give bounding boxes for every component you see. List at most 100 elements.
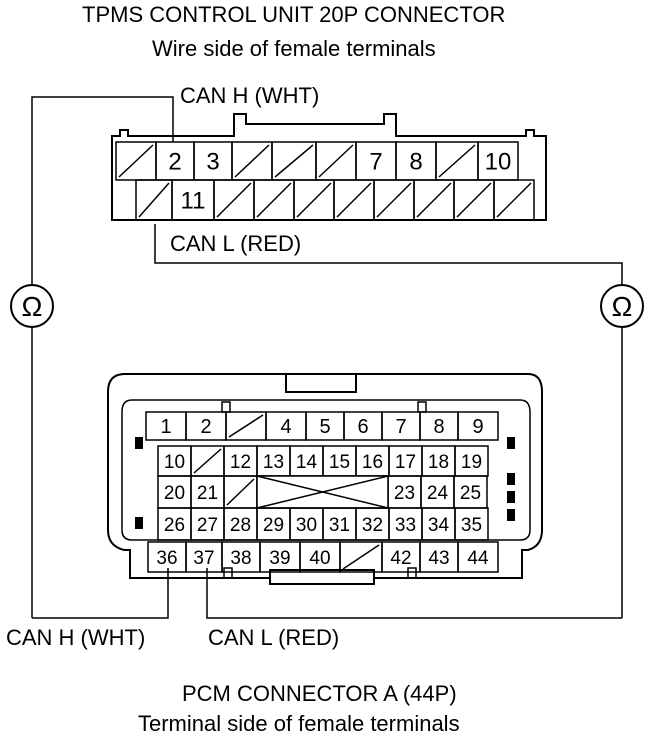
pcm-terminal-number: 26 [164, 515, 185, 536]
pcm-lock-tab-top-right [417, 401, 427, 413]
pcm-cell: 43 [419, 541, 459, 573]
pcm-terminal-number: 13 [263, 452, 284, 473]
can-h-wire-pcm [32, 568, 169, 619]
pcm-cell: 39 [259, 541, 301, 573]
pcm-cell: 28 [223, 507, 258, 541]
tpms-can-h-label: CAN H (WHT) [180, 83, 320, 108]
tpms-empty-slash [318, 144, 354, 178]
ohmmeter-left: Ω [10, 284, 54, 328]
tpms-cell [373, 179, 415, 221]
pcm-cell: 16 [355, 445, 390, 477]
pcm-terminal-number: 19 [461, 452, 482, 473]
pcm-cell: 20 [157, 475, 192, 509]
tpms-row-2: 11 [135, 179, 535, 221]
can-h-wire [31, 96, 174, 285]
pcm-guide-left-1 [135, 437, 143, 449]
tpms-terminal-number: 11 [181, 188, 206, 215]
pcm-terminal-number: 4 [280, 416, 291, 438]
tpms-cell [453, 179, 495, 221]
pcm-terminal-number: 27 [197, 515, 218, 536]
pcm-guide-left-2 [135, 517, 143, 529]
pcm-guide-right-1 [507, 437, 515, 449]
tpms-empty-slash [234, 144, 270, 178]
tpms-terminal-number: 7 [369, 149, 382, 176]
tpms-cell [315, 141, 357, 181]
pcm-terminal-number: 10 [164, 452, 185, 473]
tpms-empty-slash [256, 182, 292, 218]
pcm-terminal-number: 35 [461, 515, 482, 536]
pcm-guide-right-3 [507, 491, 515, 503]
pcm-cell: 33 [388, 507, 423, 541]
pcm-cell: 1 [145, 411, 187, 441]
tpms-cell: 7 [355, 141, 397, 181]
pcm-cell: 23 [387, 475, 422, 509]
pcm-terminal-number: 33 [395, 515, 416, 536]
tpms-empty-slash [274, 144, 314, 178]
tpms-cell [293, 179, 335, 221]
pcm-cell: 29 [256, 507, 291, 541]
pcm-blocked-region [256, 475, 389, 509]
tpms-empty-slash [138, 182, 170, 218]
pcm-guide-right-4 [507, 509, 515, 521]
pcm-lock-tab-top-left [221, 401, 231, 413]
tpms-terminal-number: 10 [485, 149, 512, 176]
tpms-cell [435, 141, 479, 181]
tpms-cell [115, 141, 157, 181]
tpms-terminal-number: 8 [409, 149, 422, 176]
tpms-cell [213, 179, 255, 221]
pcm-terminal-number: 15 [329, 452, 350, 473]
pcm-terminal-number: 28 [230, 515, 251, 536]
pcm-cell: 12 [223, 445, 258, 477]
pcm-can-l-label: CAN L (RED) [208, 625, 340, 650]
ohm-symbol-left: Ω [22, 291, 43, 322]
pcm-terminal-number: 24 [427, 483, 449, 504]
test-wires [31, 96, 623, 619]
tpms-cell: 2 [155, 141, 195, 181]
pcm-inner-shell [121, 399, 531, 541]
tpms-cell [271, 141, 317, 181]
pcm-terminal-number: 20 [164, 483, 185, 504]
pcm-terminal-number: 1 [160, 416, 171, 438]
pcm-empty-slash [193, 448, 222, 474]
pcm-cell: 13 [256, 445, 291, 477]
tpms-can-l-label: CAN L (RED) [170, 231, 302, 256]
pcm-terminal-number: 21 [197, 483, 218, 504]
tpms-connector-title: TPMS CONTROL UNIT 20P CONNECTOR [82, 2, 506, 27]
pcm-cell: 9 [457, 411, 499, 441]
tpms-cell [333, 179, 375, 221]
can-l-wire [154, 224, 623, 285]
tpms-empty-slash [456, 182, 492, 218]
pcm-cell: 19 [454, 445, 489, 477]
can-l-wire-pcm [206, 568, 622, 619]
pcm-connector-outer-shell [107, 373, 543, 579]
pcm-can-h-label: CAN H (WHT) [6, 625, 146, 650]
pcm-cell: 17 [388, 445, 423, 477]
tpms-empty-slash [118, 144, 154, 178]
pcm-cell [225, 411, 267, 441]
pcm-terminal-number: 6 [357, 416, 368, 438]
tpms-cell [231, 141, 273, 181]
pcm-cell: 24 [420, 475, 455, 509]
pcm-empty-slash [226, 478, 255, 506]
pcm-cell: 10 [157, 445, 192, 477]
pcm-bottom-key [269, 569, 375, 585]
pcm-cell: 37 [185, 541, 223, 573]
pcm-terminal-number: 23 [394, 483, 415, 504]
pcm-cell: 21 [190, 475, 225, 509]
pcm-cell [223, 475, 258, 509]
tpms-empty-slash [216, 182, 252, 218]
pcm-cell: 36 [147, 541, 187, 573]
tpms-terminal-number: 2 [168, 149, 181, 176]
pcm-lock-tab-bottom-left [223, 567, 233, 579]
tpms-cell [253, 179, 295, 221]
pcm-terminal-number: 2 [200, 416, 211, 438]
pcm-terminal-number: 9 [472, 416, 483, 438]
pcm-terminal-number: 7 [395, 416, 406, 438]
pcm-cell: 4 [265, 411, 307, 441]
tpms-cell [413, 179, 455, 221]
tpms-cell: 3 [193, 141, 233, 181]
